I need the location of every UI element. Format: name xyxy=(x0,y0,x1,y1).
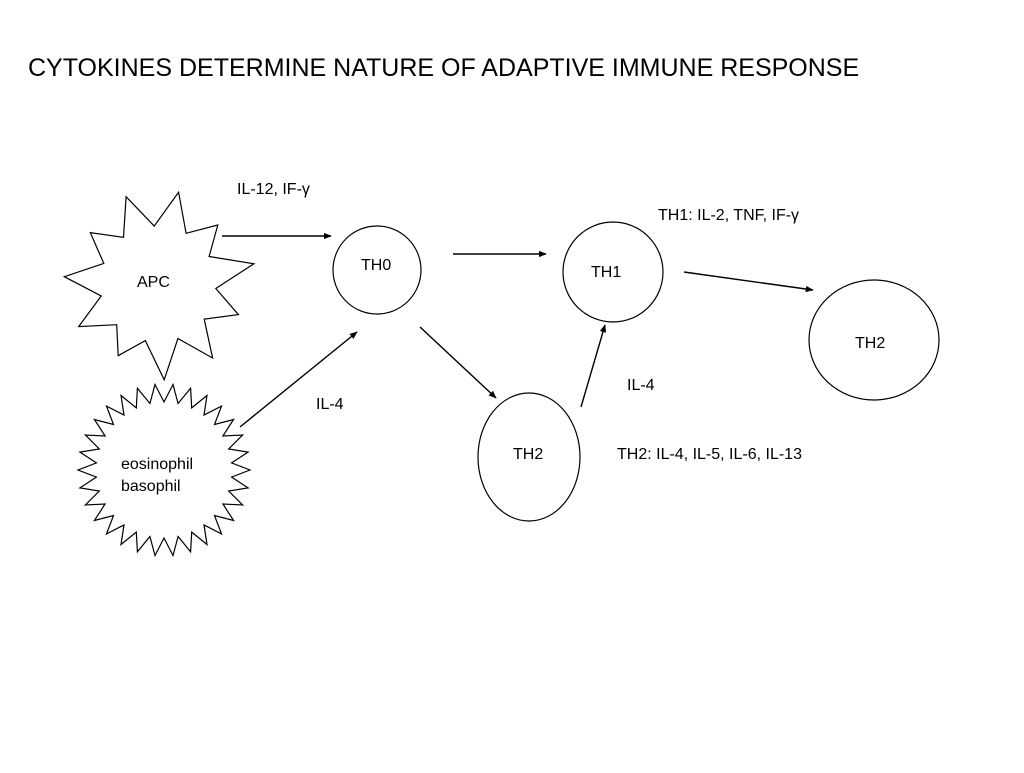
th2-lower-label: TH2 xyxy=(513,446,543,463)
arrow-th0-to-th2 xyxy=(419,326,497,399)
th1-circle xyxy=(562,221,664,323)
apc-cell-shape xyxy=(62,190,256,382)
label-il4-eosinophil: IL-4 xyxy=(316,396,344,413)
diagram-title: CYTOKINES DETERMINE NATURE OF ADAPTIVE I… xyxy=(28,54,859,82)
th2-lower-circle xyxy=(477,392,581,522)
eosinophil-label: eosinophil xyxy=(121,456,193,473)
label-th2-cytokines: TH2: IL-4, IL-5, IL-6, IL-13 xyxy=(617,446,802,463)
th1-label: TH1 xyxy=(591,264,621,281)
th2-right-circle xyxy=(808,279,940,401)
arrow-th1-to-th2 xyxy=(683,271,814,293)
label-il12-ifg: IL-12, IF-γ xyxy=(237,181,310,198)
basophil-label: basophil xyxy=(121,478,181,495)
apc-label: APC xyxy=(137,274,170,291)
eosinophil-basophil-shape xyxy=(76,382,252,558)
th2-right-label: TH2 xyxy=(855,335,885,352)
label-il4-th2-th1: IL-4 xyxy=(627,377,655,394)
arrow-th2-to-th1 xyxy=(580,324,607,408)
th0-circle xyxy=(332,225,422,315)
label-th1-cytokines: TH1: IL-2, TNF, IF-γ xyxy=(658,207,799,224)
th0-label: TH0 xyxy=(361,257,391,274)
arrow-eosinophil-to-th0 xyxy=(239,331,358,428)
